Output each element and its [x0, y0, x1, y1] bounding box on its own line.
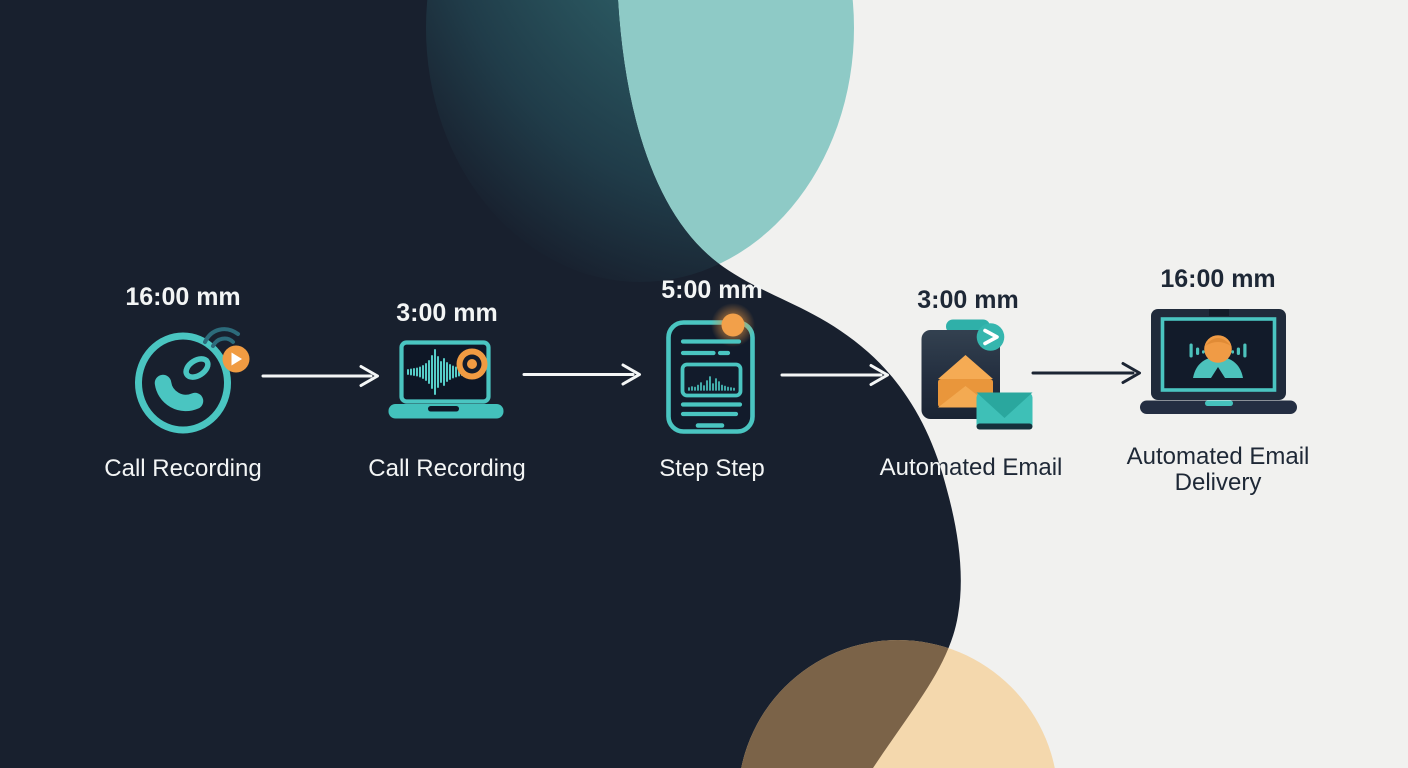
laptop-waveform-record-icon: [388, 340, 504, 419]
closed-envelope-shadow: [976, 423, 1033, 430]
send-chevron-icon: [983, 328, 999, 346]
laptop-base: [1140, 400, 1297, 414]
step-automated-email: 3:00 mm Automated Email Automated Email: [880, 286, 1063, 481]
step3-time: 5:00 mm: [661, 276, 762, 304]
text-lines-top: [680, 339, 742, 356]
step4-label: Automated Email: [880, 454, 1063, 481]
mini-waveform: [688, 376, 735, 391]
flow-arrow-4: [1031, 362, 1141, 384]
step-call-recording-1: 16:00 mm Call Recording: [104, 283, 261, 482]
laptop-base-notch: [428, 406, 459, 412]
sound-waves: [1189, 343, 1247, 358]
signal-arcs: [203, 327, 240, 348]
text-lines-bottom: [680, 402, 743, 417]
person-hair: [1205, 338, 1231, 346]
step4-time: 3:00 mm: [917, 286, 1018, 314]
open-envelope-flap: [938, 355, 993, 379]
camera-notch: [1209, 309, 1229, 316]
step-call-recording-2: 3:00 mm Call Recording: [368, 299, 525, 482]
step5-label-line2: Delivery: [1175, 469, 1262, 496]
waveform-box: [680, 362, 743, 398]
flow-arrow-1: [261, 365, 379, 387]
step-automated-email-delivery: 16:00 mm Automated Email Delivery: [1127, 265, 1310, 496]
step1-label: Call Recording: [104, 455, 261, 482]
step1-time: 16:00 mm: [125, 283, 240, 311]
flow-arrow-2: [522, 363, 641, 386]
step3-label: Step Step: [659, 455, 764, 482]
phone-ear-ring: [183, 356, 211, 380]
transcript-phone-icon: [666, 303, 755, 434]
send-badge: [976, 323, 1005, 351]
closed-envelope-flap: [976, 392, 1033, 418]
record-badge-dot: [467, 359, 477, 369]
laptop-base-notch: [1205, 400, 1233, 406]
flow-arrow-3: [780, 364, 889, 386]
step-step: 5:00 mm Step Step: [659, 276, 764, 482]
phone-handset: [154, 374, 204, 412]
step2-time: 3:00 mm: [396, 299, 497, 327]
person-collar: [1211, 367, 1225, 378]
play-icon: [231, 352, 242, 366]
step2-label: Call Recording: [368, 455, 525, 482]
automated-email-icon: [921, 319, 1033, 430]
phone-call-record-icon: [135, 327, 250, 434]
notification-dot: [721, 313, 745, 337]
tan-navy-overlap: [738, 640, 961, 768]
step5-time: 16:00 mm: [1160, 265, 1275, 293]
step5-label-line1: Automated Email: [1127, 443, 1310, 470]
laptop-video-person-icon: [1140, 309, 1297, 414]
